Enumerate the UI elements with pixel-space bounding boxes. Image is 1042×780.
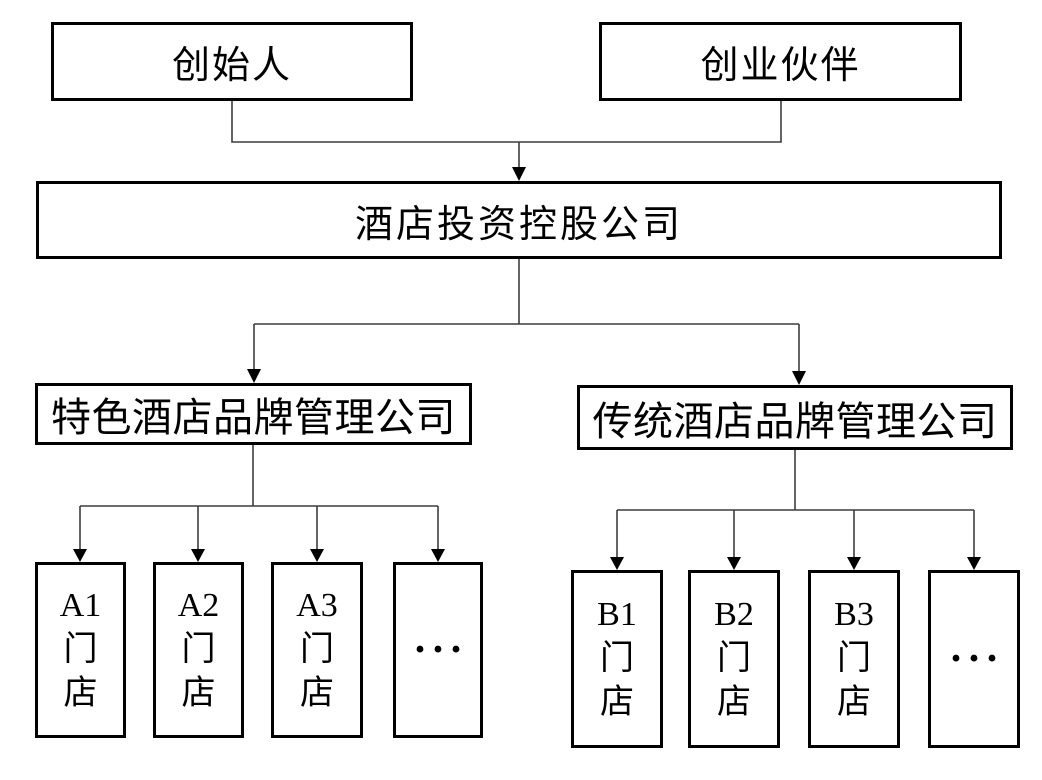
- store-a1-label: A1 门 店: [59, 586, 102, 713]
- arrowhead-a-dots: [431, 549, 445, 562]
- arrowhead-a1: [73, 549, 87, 562]
- brand-a-box: 特色酒店品牌管理公司: [35, 383, 472, 445]
- arrowhead-holding: [512, 167, 526, 181]
- brand-a-label: 特色酒店品牌管理公司: [51, 395, 456, 440]
- store-b-more-box: ···: [928, 570, 1020, 748]
- arrowhead-b-dots: [967, 557, 981, 570]
- partner-label: 创业伙伴: [700, 45, 861, 87]
- store-b2-box: B2 门 店: [688, 570, 780, 748]
- holding-company-label: 酒店投资控股公司: [354, 203, 683, 246]
- store-b3-label: B3 门 店: [834, 595, 874, 722]
- holding-company-box: 酒店投资控股公司: [36, 181, 1002, 259]
- store-a1-box: A1 门 店: [35, 562, 126, 738]
- store-b3-box: B3 门 店: [808, 570, 900, 748]
- store-b-more-label: ···: [948, 636, 1004, 682]
- brand-b-label: 传统酒店品牌管理公司: [592, 398, 998, 444]
- store-b1-label: B1 门 店: [597, 595, 637, 722]
- store-a-more-label: ···: [412, 627, 468, 673]
- store-b2-label: B2 门 店: [714, 595, 754, 722]
- arrowhead-a3: [310, 549, 324, 562]
- store-a3-box: A3 门 店: [271, 562, 363, 738]
- arrowhead-brand-b: [792, 371, 806, 385]
- store-a-more-box: ···: [393, 562, 483, 738]
- partner-box: 创业伙伴: [599, 22, 962, 101]
- arrowhead-b3: [847, 557, 861, 570]
- brand-b-box: 传统酒店品牌管理公司: [577, 385, 1013, 450]
- arrowhead-b2: [727, 557, 741, 570]
- store-a2-box: A2 门 店: [153, 562, 244, 738]
- arrowhead-a2: [191, 549, 205, 562]
- founder-label: 创始人: [171, 45, 292, 87]
- arrowhead-brand-a: [247, 369, 261, 383]
- arrowhead-b1: [610, 557, 624, 570]
- store-b1-box: B1 门 店: [571, 570, 663, 748]
- connector-top-merge: [231, 101, 782, 143]
- founder-box: 创始人: [51, 22, 413, 101]
- store-a2-label: A2 门 店: [177, 586, 220, 713]
- store-a3-label: A3 门 店: [296, 586, 338, 713]
